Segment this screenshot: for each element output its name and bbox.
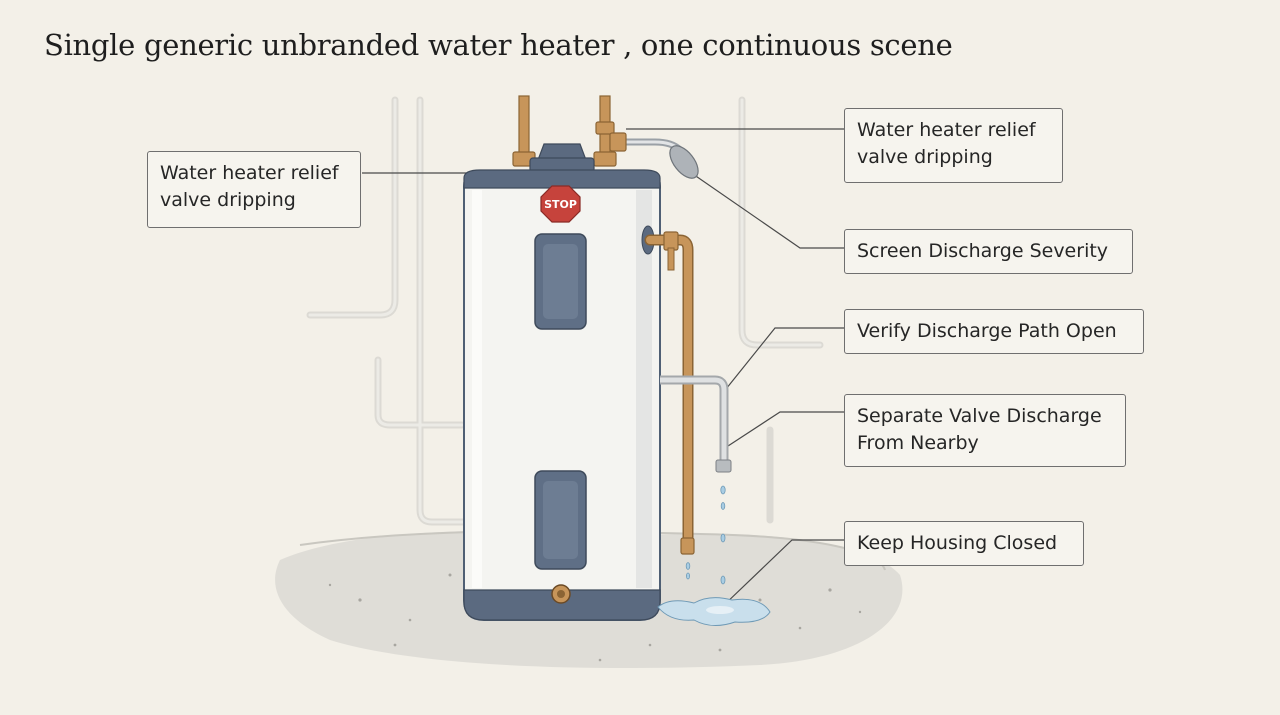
stop-sign: STOP [540,185,581,223]
callout-screen-discharge-severity: Screen Discharge Severity [844,229,1133,274]
callout-relief-valve-right: Water heater relief valve dripping [844,108,1063,183]
callout-line: From Nearby [857,432,979,454]
callout-line: valve dripping [857,146,993,168]
callout-line: Screen Discharge Severity [857,240,1109,262]
svg-text:STOP: STOP [544,198,577,211]
callout-line: Keep Housing Closed [857,532,1058,554]
callout-relief-valve-left: Water heater relief valve dripping [147,151,361,228]
drain-line [660,375,732,473]
inlet-outlet-pipes [512,95,617,167]
callout-line: Water heater relief [857,119,1036,141]
discharge-pipe [644,231,695,555]
callout-line: Separate Valve Discharge [857,405,1102,427]
water-heater-tank [463,143,661,621]
callout-line: valve dripping [160,189,296,211]
callout-keep-housing-closed: Keep Housing Closed [844,521,1084,566]
callout-line: Verify Discharge Path Open [857,320,1117,342]
callout-separate-valve-discharge: Separate Valve Discharge From Nearby [844,394,1126,467]
callout-verify-discharge-path: Verify Discharge Path Open [844,309,1144,354]
page-title: Single generic unbranded water heater , … [44,28,953,62]
callout-line: Water heater relief [160,162,339,184]
water-leak [657,485,771,626]
leader-lines [362,128,845,608]
relief-valve [609,132,699,179]
